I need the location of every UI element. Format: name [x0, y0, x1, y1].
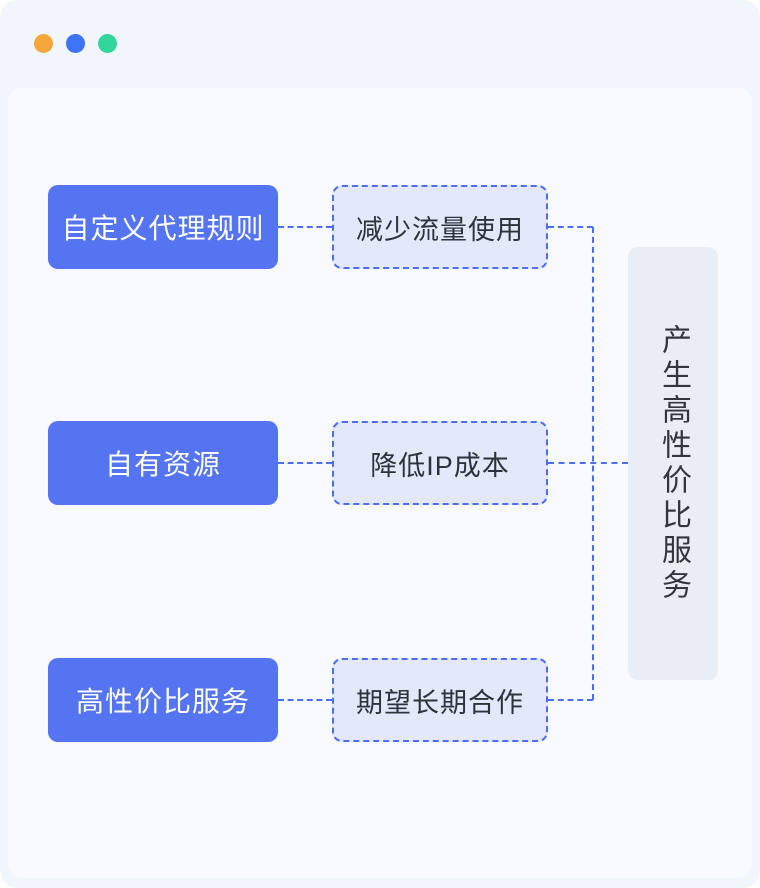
window-control-orange-dot[interactable] — [34, 34, 53, 53]
benefit-node-reduce-traffic: 减少流量使用 — [332, 185, 548, 269]
connector-row1-right — [548, 226, 593, 228]
source-node-custom-proxy-rules: 自定义代理规则 — [48, 185, 278, 269]
source-node-cost-effective-service: 高性价比服务 — [48, 658, 278, 742]
benefit-node-label: 减少流量使用 — [356, 214, 524, 245]
connector-row3-left — [278, 699, 332, 701]
source-node-label: 自定义代理规则 — [61, 213, 265, 244]
source-node-label: 自有资源 — [104, 449, 221, 480]
connector-row1-left — [278, 226, 332, 228]
connector-row2-to-result — [548, 462, 628, 464]
source-node-own-resources: 自有资源 — [48, 421, 278, 505]
connector-row2-left — [278, 462, 332, 464]
window-titlebar — [0, 0, 760, 88]
benefit-node-lower-ip-cost: 降低IP成本 — [332, 421, 548, 505]
benefit-node-label: 降低IP成本 — [370, 450, 510, 481]
result-node-label: 产生高性价比服务 — [657, 323, 690, 604]
window-control-green-dot[interactable] — [98, 34, 117, 53]
connector-row3-right — [548, 699, 593, 701]
source-node-label: 高性价比服务 — [75, 686, 250, 717]
result-node: 产生高性价比服务 — [628, 247, 718, 680]
connector-vertical-trunk — [592, 227, 594, 700]
window-control-blue-dot[interactable] — [66, 34, 85, 53]
benefit-node-long-term-cooperation: 期望长期合作 — [332, 658, 548, 742]
benefit-node-label: 期望长期合作 — [356, 687, 524, 718]
